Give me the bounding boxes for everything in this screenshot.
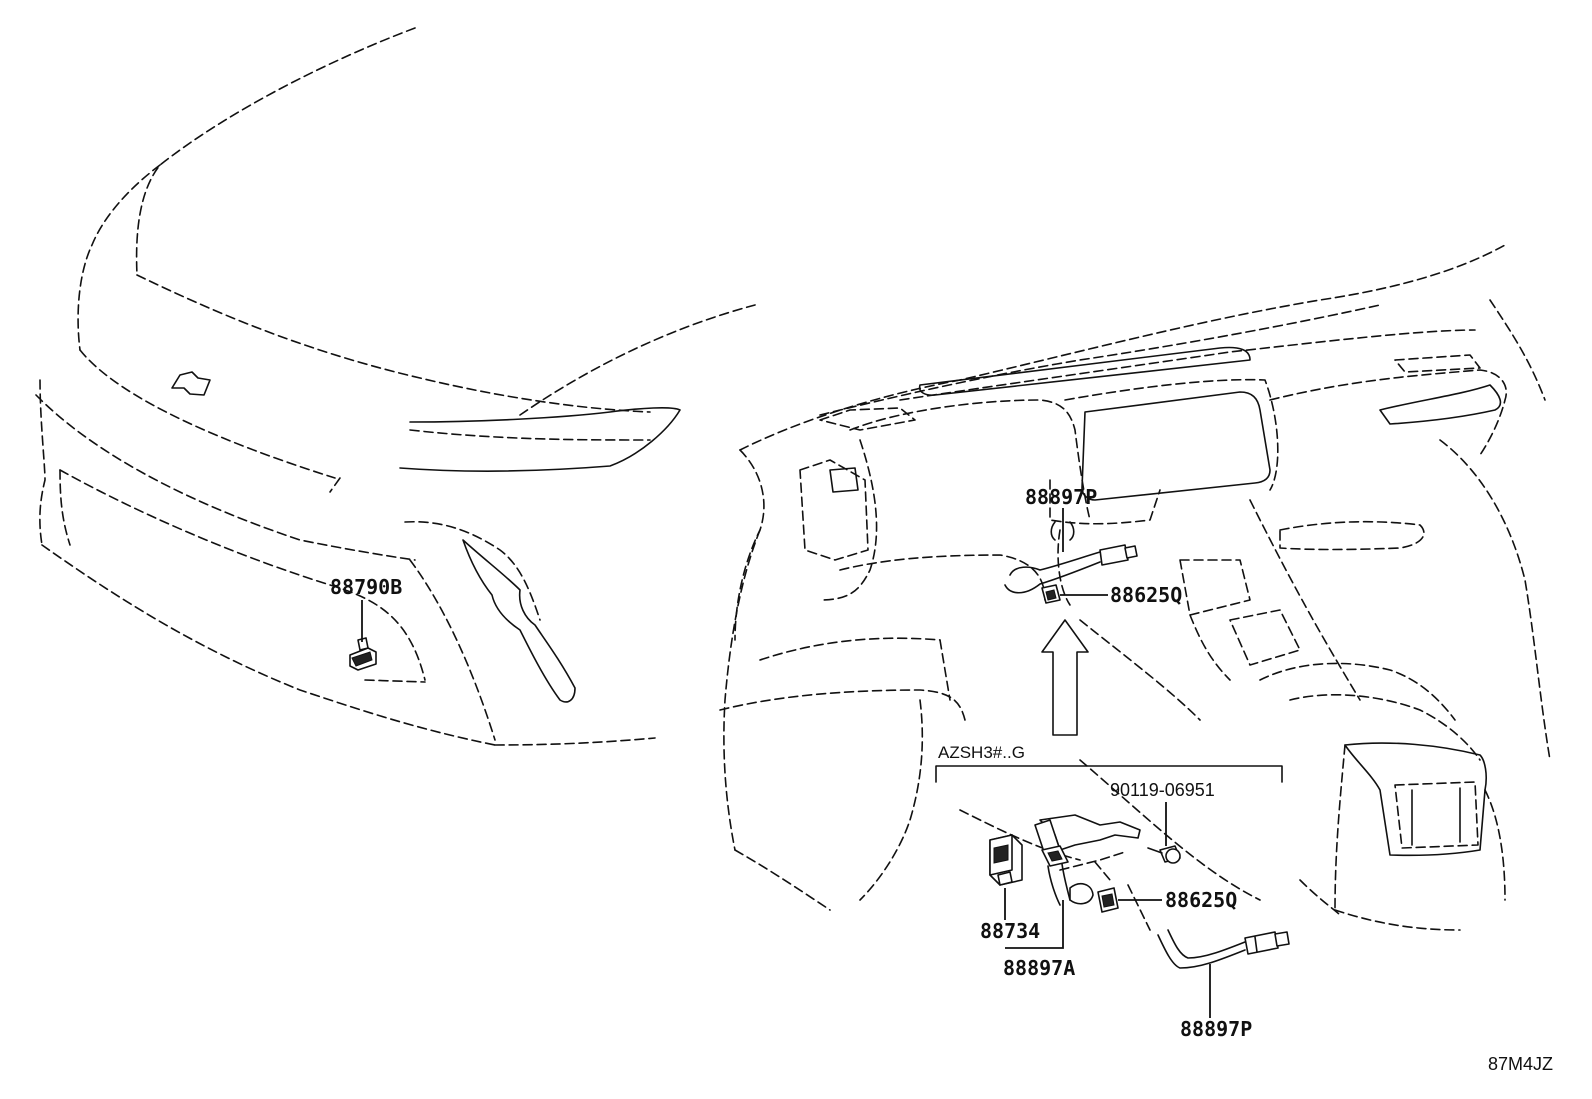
label-88790B: 88790B <box>330 575 402 599</box>
detail-bracket <box>935 765 1283 783</box>
label-bolt: 90119-06951 <box>1110 780 1215 800</box>
vehicle-front-outline <box>35 27 756 746</box>
label-88897P-top: 88897P <box>1025 485 1097 509</box>
harness-on-dashboard <box>1004 521 1138 594</box>
dashboard-outline <box>719 244 1551 931</box>
bracket-assembly-part <box>1034 814 1141 906</box>
bolt-part <box>1147 845 1181 864</box>
clamp-detail-part <box>1097 887 1119 913</box>
arrow-up-icon <box>1041 619 1089 736</box>
clamp-on-dashboard <box>1041 584 1061 604</box>
label-88897P-detail: 88897P <box>1180 1017 1252 1041</box>
sensor-88734-part <box>989 834 1023 886</box>
label-88625Q-top: 88625Q <box>1110 583 1182 607</box>
assembly-leader <box>1005 900 1064 949</box>
harness-detail-part <box>1157 929 1290 969</box>
label-88625Q-detail: 88625Q <box>1165 888 1237 912</box>
front-sensor-part <box>349 637 377 671</box>
group-title: AZSH3#..G <box>938 743 1025 762</box>
clamp-guide-dash <box>1127 884 1151 931</box>
label-88897A: 88897A <box>1003 956 1075 980</box>
label-88734: 88734 <box>980 919 1040 943</box>
figure-code: 87M4JZ <box>1488 1054 1553 1074</box>
